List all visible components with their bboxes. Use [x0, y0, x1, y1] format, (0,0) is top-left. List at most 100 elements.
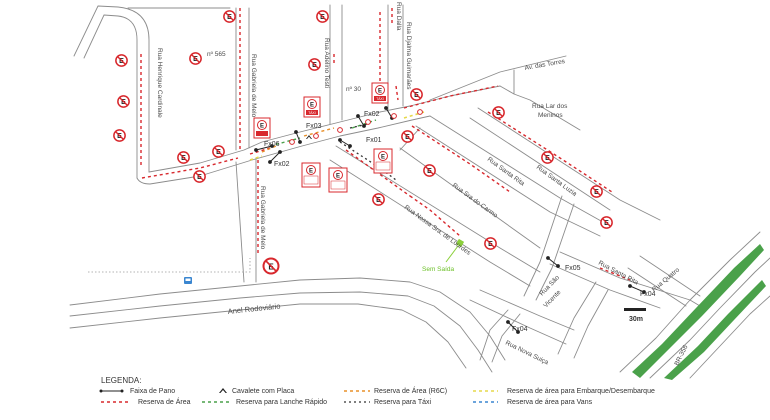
label-sra-carmo: Rua Sra do Carmo	[451, 182, 499, 220]
legend-item-vans: Reserva de área para Vans	[473, 399, 593, 406]
road-santa-luzia	[477, 107, 661, 221]
road-nossa-sra-s	[329, 159, 531, 287]
road-nossa-sra-n	[335, 145, 541, 273]
road-anel-1	[69, 277, 506, 361]
road-main-south-edge	[136, 115, 431, 185]
map-text-8: E	[336, 173, 340, 179]
sem-saida-leader	[445, 245, 459, 263]
map-text-13: Reserva de Área (R6C)	[374, 386, 447, 395]
label-lar-meninos-2: Meninos	[538, 112, 563, 119]
sign-plate-embarque-1: E	[253, 117, 271, 139]
br-median	[632, 244, 766, 380]
label-nossa-sra-lourdes: Rua Nossa Sra. de Lourdes	[403, 204, 473, 257]
code-fx04b: Fx04	[512, 326, 528, 333]
label-henrique-cardinale: Rua Henrique Cardinale	[156, 48, 163, 118]
sign-plate-lanche-2: E	[328, 167, 348, 193]
map-text-15: Reserva de Área	[138, 397, 191, 406]
bus-stop-icon	[184, 277, 192, 284]
label-gabriela-melo-top: Rua Gabriela de Melo	[250, 54, 257, 118]
faixa-pano-markers	[254, 106, 646, 334]
code-fx06: Fx06	[264, 141, 280, 148]
legend-item-cavalete: Cavalete com Placa	[219, 388, 294, 395]
road-henrique-cardinale-edge	[73, 5, 150, 173]
label-djalma-guimaraes: Rua Djalma Guimarães	[405, 22, 412, 90]
code-fx02b: Fx02	[364, 111, 380, 118]
map-text-12: Cavalete com Placa	[232, 388, 294, 395]
road-santa-luzia-s	[469, 117, 611, 211]
sign-plate-taxi-1: E TÁXI	[303, 96, 321, 118]
road-network	[69, 4, 770, 379]
map-text-17: Reserva para Táxi	[374, 399, 432, 406]
road-cross-1	[523, 195, 575, 301]
road-sao-vicente	[557, 281, 609, 359]
code-fx01: Fx01	[366, 137, 382, 144]
green-lanche-lines	[269, 119, 377, 147]
parking-boundary	[88, 258, 251, 273]
road-anel-2	[69, 291, 493, 373]
map-text-18: Reserva de área para Vans	[507, 399, 593, 406]
code-fx02a: Fx02	[274, 161, 290, 168]
label-adelino-testi: Rua Adelino Testi	[323, 38, 330, 88]
map-text-14: Reserva de área para Embarque/Desembarqu…	[507, 388, 655, 395]
road-lar-meninos	[499, 69, 581, 131]
legend-item-faixa-pano: Faixa de Pano	[99, 388, 175, 395]
label-n565: nº 565	[207, 51, 226, 58]
label-anel: Anel Rodoviário	[227, 302, 281, 316]
map-text-4: E	[378, 88, 382, 94]
road-br-356-e	[649, 257, 770, 379]
prohibition-dots	[289, 109, 423, 145]
map-text-3: TÁXI	[308, 111, 316, 115]
road-br-356-e2	[689, 295, 770, 379]
orange-r6c-lines	[261, 127, 335, 153]
map-text-6: E	[260, 123, 264, 129]
label-av-torres: Av. das Torres	[524, 58, 566, 72]
legend: LEGENDA: Faixa de Pano Cavalete com Plac…	[99, 376, 655, 406]
code-fx04a: Fx04	[640, 291, 656, 298]
no-parking-signs	[113, 10, 613, 250]
label-n30: nº 30	[346, 86, 361, 93]
road-nova-suica	[469, 289, 575, 345]
sem-saida-marker	[455, 238, 465, 248]
label-nova-suica: Rua Nova Suiça	[504, 340, 550, 367]
legend-title: LEGENDA:	[101, 376, 141, 385]
road-anel-3	[69, 303, 467, 369]
fx-codes: Fx06 Fx02 Fx03 Fx02 Fx01 Fx05 Fx04 Fx04	[264, 111, 656, 333]
road-santa-rita-n	[429, 115, 611, 227]
road-santa-rita-s	[415, 125, 601, 237]
label-gabriela-melo-bottom: Rua Gabriela de Melo	[259, 186, 266, 250]
road-nova-suica-w	[479, 309, 521, 363]
map-text-10: 30m	[629, 316, 643, 323]
code-fx03: Fx03	[306, 123, 322, 130]
legend-item-r6c: Reserva de Área (R6C)	[344, 386, 447, 395]
road-sra-carmo-s	[399, 147, 541, 249]
map-text-9: E	[381, 154, 385, 160]
sign-plate-lanche-1: E	[301, 162, 321, 188]
road-br-356-w	[619, 231, 761, 373]
road-av-torres	[429, 55, 567, 101]
label-santa-rita-2: Rua Santa Rita	[597, 260, 640, 287]
yellow-embarque-lines	[249, 111, 425, 161]
legend-item-taxi: Reserva para Táxi	[344, 399, 432, 406]
map-text-2: E	[310, 102, 314, 108]
legend-item-reserva-area: Reserva de Área	[101, 397, 191, 406]
label-quatro: Rua Quatro	[651, 266, 682, 293]
label-santa-rita: Rua Santa Rita	[486, 156, 526, 188]
road-henrique-cardinale	[83, 14, 138, 179]
red-reserve-lines	[140, 8, 631, 281]
road-gabriela-melo-w	[235, 7, 245, 283]
map-text-5: TÁXI	[376, 97, 384, 101]
scale-bar: 30m	[624, 308, 646, 323]
road-quatro	[627, 255, 701, 307]
road-main-north-edge	[148, 85, 501, 173]
map-text-7: E	[309, 168, 313, 174]
legend-item-embarque: Reserva de área para Embarque/Desembarqu…	[473, 388, 655, 395]
sign-plate-lanche-3: E	[373, 148, 393, 174]
label-dalla: Rua Dalla	[395, 2, 402, 31]
map-text-11: Faixa de Pano	[130, 388, 175, 395]
large-no-parking-icon: E	[262, 257, 280, 275]
road-santo-rita-east	[549, 251, 701, 309]
legend-item-lanche: Reserva para Lanche Rápido	[202, 399, 327, 406]
label-lar-meninos-1: Rua Lar dos	[532, 103, 568, 110]
sem-saida-label: Sem Saída	[422, 266, 455, 273]
